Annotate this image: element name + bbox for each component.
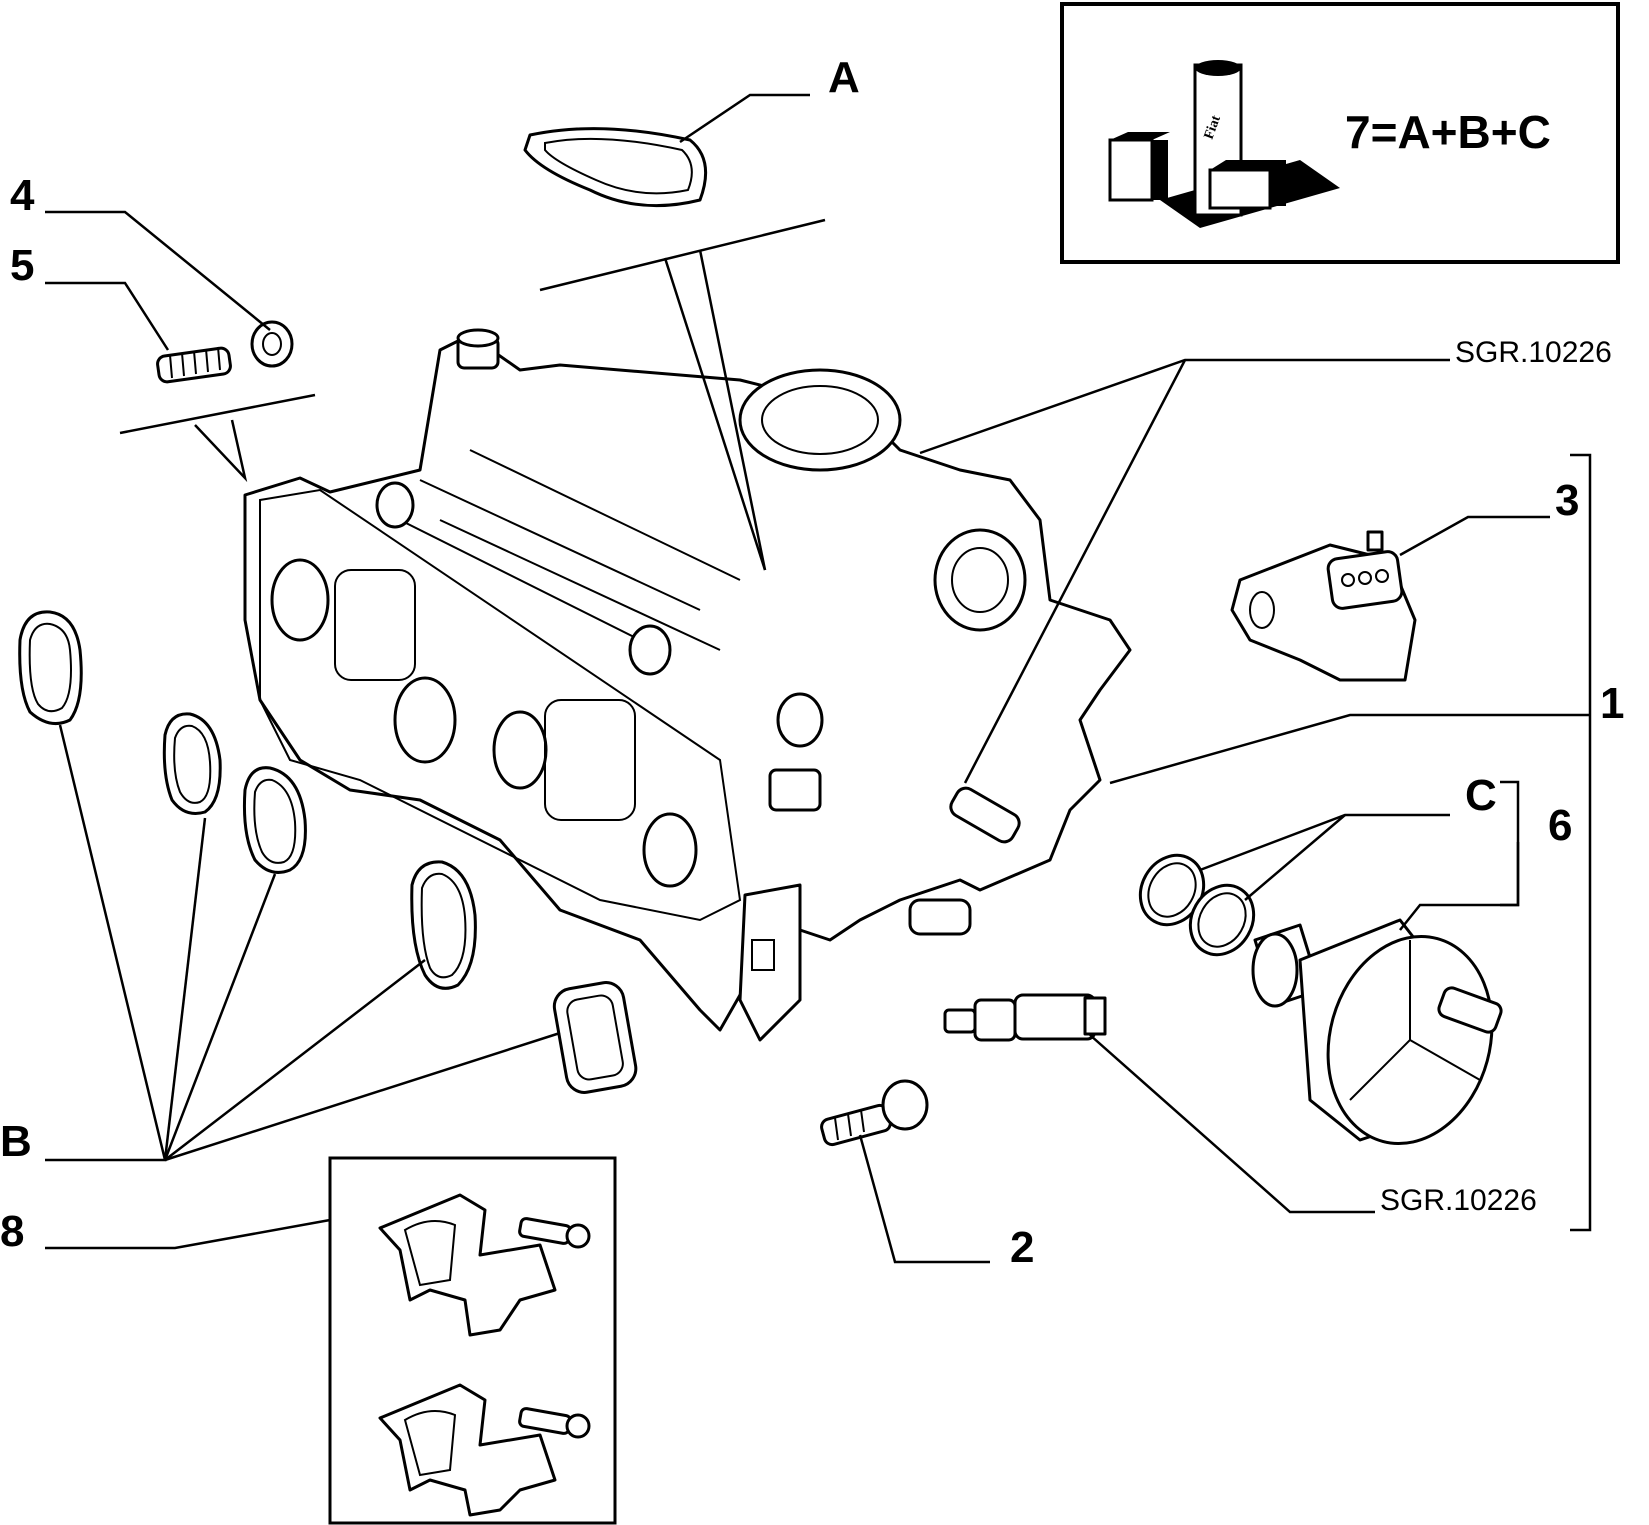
kit-formula: 7=A+B+C [1345,106,1551,158]
callout-c: C [1465,771,1497,820]
bolt-2 [820,1079,929,1147]
nut-4 [250,320,294,368]
callout-b: B [0,1117,32,1166]
clips-box-8 [328,1156,617,1525]
fiat-products-icon: Fiat [1108,60,1340,228]
stud-5 [156,346,232,384]
callout-labels: A 4 5 3 1 C 6 B 8 2 SGR.10226 SGR.10226 [0,53,1624,1272]
callout-4: 4 [10,171,35,220]
callout-6: 6 [1548,801,1572,850]
callout-2: 2 [1010,1223,1034,1272]
o-rings-c [1138,853,1256,957]
callout-1: 1 [1600,679,1624,728]
callout-8: 8 [0,1207,24,1256]
reference-code-bottom: SGR.10226 [1380,1184,1537,1217]
clip-bottom [378,1383,591,1517]
leader-lines [45,93,1590,1264]
callout-a: A [828,53,860,102]
clip-top [378,1193,591,1337]
reference-code-top: SGR.10226 [1455,336,1612,369]
temperature-sensor [943,993,1107,1042]
kit-box: Fiat 7=A+B+C [1060,2,1620,264]
intake-manifold [243,328,1132,1042]
gaskets-b [18,610,638,1094]
actuator-6 [1251,918,1503,1146]
sensor-3 [1230,530,1417,682]
gasket-a [523,127,708,208]
callout-3: 3 [1555,476,1579,525]
group-bracket-1 [1500,453,1592,1232]
callout-5: 5 [10,241,34,290]
